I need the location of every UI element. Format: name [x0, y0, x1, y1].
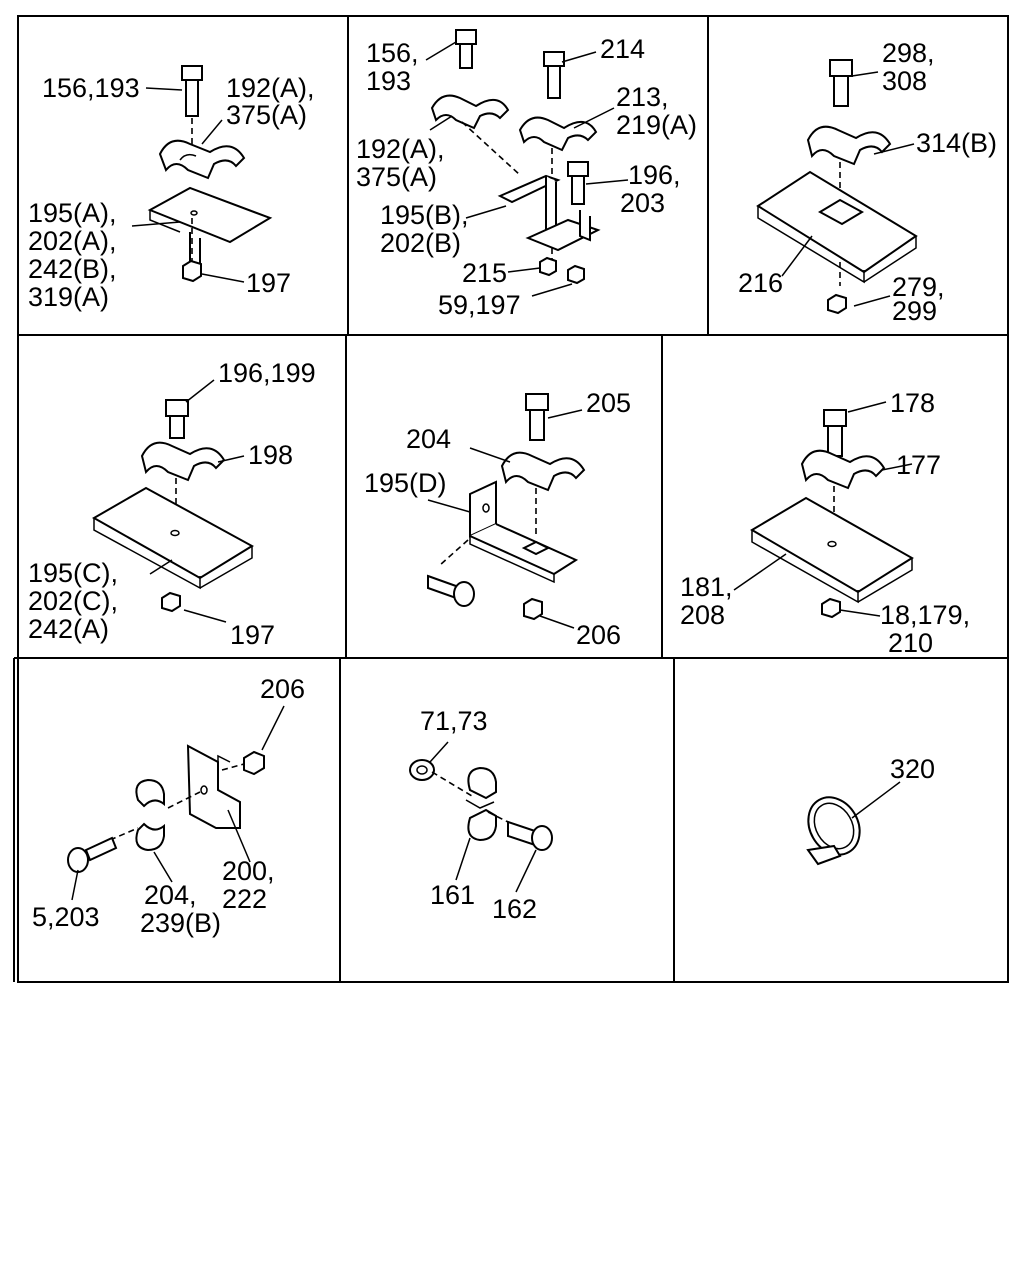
nut-illustration [539, 256, 585, 285]
label-part-number: 214 [600, 34, 645, 64]
label-part-number: 206 [260, 674, 305, 704]
label-part-number: 18,179, [880, 600, 970, 630]
label-part-number: 197 [246, 268, 291, 298]
label-part-number: 203 [620, 188, 665, 218]
bolt-illustration [823, 409, 847, 457]
label-part-number: 192(A), [356, 134, 445, 164]
nut-illustration [523, 597, 543, 621]
bolt-illustration [455, 29, 477, 69]
bolt-illustration [507, 820, 553, 851]
label-part-number: 156,193 [42, 73, 140, 103]
plate-illustration [756, 170, 918, 284]
label-part-number: 205 [586, 388, 631, 418]
label-part-number: 319(A) [28, 282, 109, 312]
label-part-number: 193 [366, 66, 411, 96]
label-part-number: 299 [892, 296, 937, 326]
bracket-illustration [147, 186, 273, 268]
clamp-illustration [135, 778, 165, 852]
nut-illustration [821, 597, 841, 619]
label-part-number: 162 [492, 894, 537, 924]
bolt-illustration [829, 59, 853, 107]
label-part-number: 375(A) [226, 100, 307, 130]
bolt-illustration [525, 393, 549, 441]
panel-6: 178 177 181, 208 18,179, 210 [680, 388, 970, 658]
clamp-illustration [158, 139, 246, 180]
clamp-illustration [430, 94, 510, 130]
panel-4: 196,199 198 195(C), 202(C), 242(A) 197 [28, 358, 316, 650]
label-part-number: 320 [890, 754, 935, 784]
label-part-number: 204, [144, 880, 197, 910]
label-part-number: 195(A), [28, 198, 117, 228]
label-part-number: 5,203 [32, 902, 100, 932]
label-part-number: 314(B) [916, 128, 997, 158]
clamp-illustration [500, 451, 586, 492]
bolt-illustration [427, 574, 475, 607]
label-part-number: 71,73 [420, 706, 488, 736]
label-part-number: 195(C), [28, 558, 118, 588]
nut-illustration [161, 591, 181, 613]
label-part-number: 215 [462, 258, 507, 288]
label-part-number: 242(A) [28, 614, 109, 644]
panel-1: 156,193 192(A), 375(A) 195(A), 202(A), 2… [28, 65, 315, 312]
hose-band-illustration [806, 796, 861, 866]
panel-grid [13, 15, 1009, 983]
label-part-number: 279, [892, 272, 945, 302]
label-part-number: 216 [738, 268, 783, 298]
label-part-number: 202(A), [28, 226, 117, 256]
label-part-number: 200, [222, 856, 275, 886]
bolt-illustration [567, 161, 589, 205]
label-part-number: 161 [430, 880, 475, 910]
nut-illustration [182, 259, 202, 283]
label-part-number: 210 [888, 628, 933, 658]
bolt-illustration [67, 836, 118, 873]
panel-5: 205 204 195(D) 206 [364, 388, 631, 650]
label-part-number: 195(B), [380, 200, 469, 230]
bracket-illustration [497, 174, 601, 252]
label-part-number: 219(A) [616, 110, 697, 140]
label-part-number: 156, [366, 38, 419, 68]
panel-2: 156, 193 214 213, 219(A) 192(A), 375(A) … [356, 29, 697, 320]
panel-9: 320 [806, 754, 935, 866]
label-part-number: 204 [406, 424, 451, 454]
label-part-number: 181, [680, 572, 733, 602]
label-part-number: 298, [882, 38, 935, 68]
label-part-number: 59,197 [438, 290, 521, 320]
label-part-number: 196,199 [218, 358, 316, 388]
clamp-illustration [800, 449, 886, 490]
label-part-number: 195(D) [364, 468, 447, 498]
plate-illustration [91, 486, 254, 590]
label-part-number: 202(C), [28, 586, 118, 616]
label-part-number: 198 [248, 440, 293, 470]
label-part-number: 192(A), [226, 73, 315, 103]
label-part-number: 308 [882, 66, 927, 96]
label-part-number: 202(B) [380, 228, 461, 258]
bolt-illustration [181, 65, 203, 117]
panel-7: 206 5,203 200, 222 204, 239(B) [32, 674, 305, 938]
label-part-number: 177 [896, 450, 941, 480]
bracket-illustration [186, 744, 241, 829]
label-part-number: 239(B) [140, 908, 221, 938]
nut-illustration [243, 750, 265, 776]
label-part-number: 208 [680, 600, 725, 630]
label-part-number: 242(B), [28, 254, 117, 284]
bolt-illustration [165, 399, 189, 439]
clamp-illustration [465, 766, 497, 842]
bolt-illustration [543, 51, 565, 99]
panel-3: 298, 308 314(B) 216 279, 299 [738, 38, 997, 326]
plate-illustration [750, 496, 914, 604]
label-part-number: 178 [890, 388, 935, 418]
label-part-number: 375(A) [356, 162, 437, 192]
nut-illustration [409, 759, 435, 781]
bracket-illustration [469, 480, 579, 584]
panel-8: 71,73 161 162 [409, 706, 553, 924]
label-part-number: 197 [230, 620, 275, 650]
clamp-illustration [806, 125, 892, 166]
label-part-number: 222 [222, 884, 267, 914]
clamp-illustration [140, 441, 226, 482]
label-part-number: 196, [628, 160, 681, 190]
label-part-number: 213, [616, 82, 669, 112]
label-part-number: 206 [576, 620, 621, 650]
nut-illustration [827, 293, 847, 315]
